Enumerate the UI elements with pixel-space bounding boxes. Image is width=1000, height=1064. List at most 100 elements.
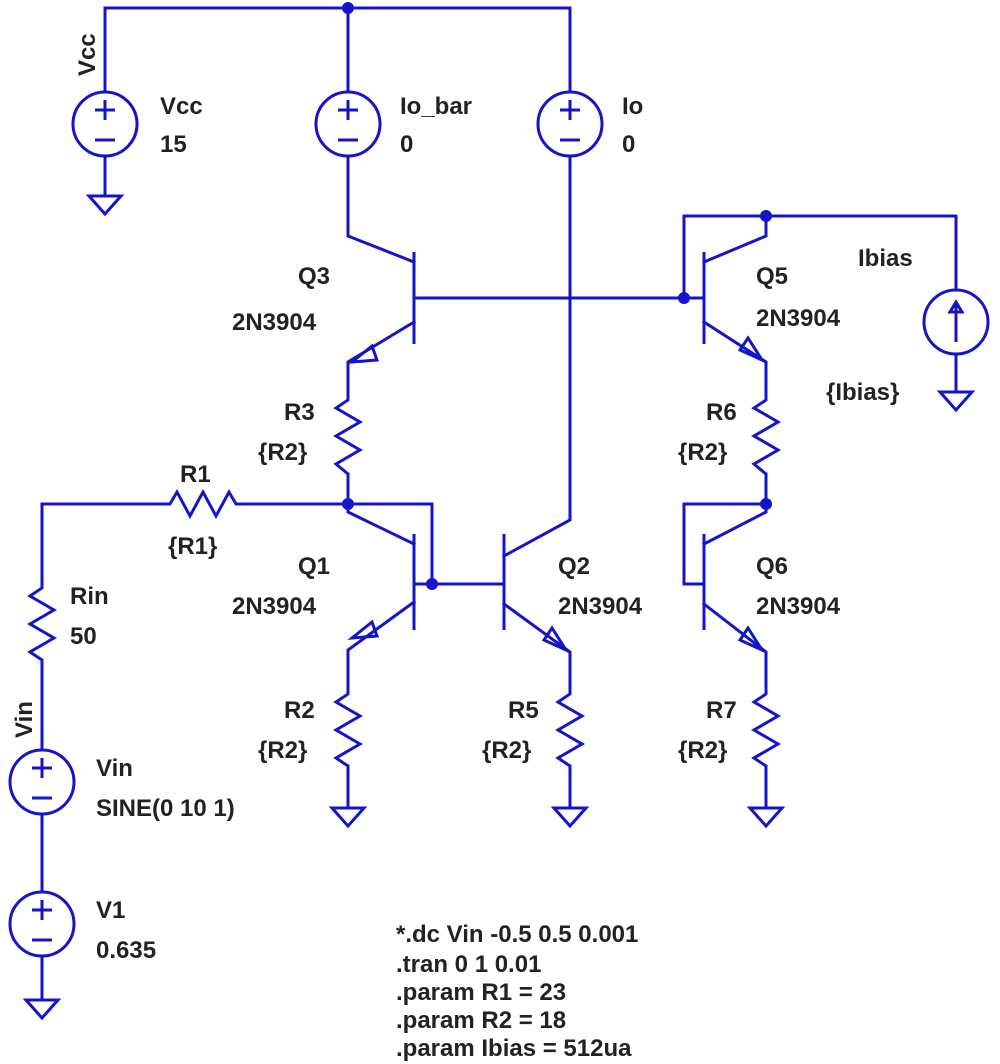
source-name: Vin <box>96 755 133 782</box>
voltage-source-icon <box>536 90 604 158</box>
wire-q6-r7 <box>701 601 768 688</box>
resistor-icon <box>333 392 363 476</box>
resistor-r1[interactable] <box>162 488 243 520</box>
wire-iobar-q3 <box>346 162 416 264</box>
transistor-name: Q5 <box>756 263 788 290</box>
net-label-vcc: Vcc <box>74 33 101 76</box>
voltage-source-icon <box>71 90 139 158</box>
resistor-name: R5 <box>508 697 539 724</box>
current-source-ibias[interactable] <box>922 280 990 364</box>
junction-dot <box>342 498 354 510</box>
resistor-icon <box>555 686 585 768</box>
resistor-icon <box>751 392 781 476</box>
resistor-value: {R2} <box>258 737 307 764</box>
resistor-name: Rin <box>70 583 109 610</box>
emitter-arrow-icon <box>541 625 570 654</box>
wire-q1-r2 <box>346 599 417 688</box>
resistor-value: {R2} <box>678 737 727 764</box>
transistor-q3[interactable] <box>347 252 416 364</box>
source-name: Io_bar <box>400 93 472 120</box>
resistor-value: {R1} <box>168 533 217 560</box>
voltage-source-v1[interactable] <box>8 878 76 970</box>
resistor-rin[interactable] <box>27 580 57 662</box>
source-value: 0 <box>622 131 635 158</box>
source-name: Vcc <box>160 93 203 120</box>
wire-q2-r5 <box>501 601 572 688</box>
voltage-source-icon <box>8 890 76 958</box>
transistor-q2[interactable] <box>502 534 570 654</box>
resistor-name: R1 <box>180 461 211 488</box>
resistor-r7[interactable] <box>751 686 781 768</box>
resistor-name: R2 <box>284 697 315 724</box>
ground-icon <box>938 382 974 412</box>
resistor-value: {R2} <box>678 439 727 466</box>
voltage-source-io[interactable] <box>536 78 604 166</box>
resistor-value: {R2} <box>482 737 531 764</box>
transistor-model: 2N3904 <box>558 593 643 620</box>
emitter-arrow-icon <box>347 343 380 364</box>
resistor-icon <box>333 686 363 768</box>
wire-r1 <box>40 502 350 582</box>
source-value: 0 <box>400 131 413 158</box>
wire-q5-ibias <box>682 214 958 300</box>
resistor-value: 50 <box>70 623 97 650</box>
junction-dot <box>760 210 772 222</box>
wire-r6-q6 <box>682 472 768 586</box>
directive-line: .tran 0 1 0.01 <box>396 951 541 978</box>
directive-line: .param R1 = 23 <box>396 979 566 1006</box>
emitter-arrow-icon <box>347 619 380 640</box>
transistor-model: 2N3904 <box>232 593 317 620</box>
voltage-source-vcc[interactable] <box>71 78 139 166</box>
ground-icon <box>330 798 366 828</box>
resistor-icon <box>162 488 243 520</box>
transistor-model: 2N3904 <box>756 593 841 620</box>
junction-dot <box>342 2 354 14</box>
resistor-name: R7 <box>706 697 737 724</box>
resistor-icon <box>751 686 781 768</box>
source-value: 0.635 <box>96 937 156 964</box>
resistor-name: R3 <box>284 399 315 426</box>
emitter-arrow-icon <box>737 335 766 364</box>
directive-line: *.dc Vin -0.5 0.5 0.001 <box>396 921 638 948</box>
junction-dot <box>760 498 772 510</box>
directive-line: .param R2 = 18 <box>396 1007 566 1034</box>
wire-r3-q1 <box>346 472 434 586</box>
ground-icon <box>87 186 123 216</box>
ground-icon <box>552 798 588 828</box>
directive-line: .param Ibias = 512ua <box>396 1035 632 1062</box>
transistor-model: 2N3904 <box>232 309 317 336</box>
voltage-source-vin[interactable] <box>8 736 76 828</box>
wire-q3-r3 <box>346 319 417 394</box>
wire-q5-r6 <box>701 319 768 394</box>
source-value: {Ibias} <box>826 379 899 406</box>
transistor-model: 2N3904 <box>756 305 841 332</box>
junction-dot <box>678 292 690 304</box>
wire-io-q2 <box>501 162 572 559</box>
transistor-name: Q2 <box>558 553 590 580</box>
source-name: Ibias <box>858 245 913 272</box>
junctions <box>342 2 772 590</box>
ground-icon <box>24 990 60 1020</box>
source-name: Io <box>622 93 643 120</box>
resistor-r5[interactable] <box>555 686 585 768</box>
vcc-rail <box>103 6 572 82</box>
source-value: SINE(0 10 1) <box>96 795 235 822</box>
source-name: V1 <box>96 897 125 924</box>
transistor-q6[interactable] <box>702 534 766 654</box>
transistor-name: Q3 <box>298 263 330 290</box>
resistor-r2[interactable] <box>333 686 363 768</box>
junction-dot <box>426 578 438 590</box>
voltage-source-icon <box>314 90 382 158</box>
source-value: 15 <box>160 131 187 158</box>
transistor-q1[interactable] <box>347 534 416 640</box>
voltage-source-icon <box>8 748 76 816</box>
spice-directives: *.dc Vin -0.5 0.5 0.001 .tran 0 1 0.01 .… <box>396 921 638 1062</box>
voltage-source-io-bar[interactable] <box>314 78 382 166</box>
emitter-arrow-icon <box>737 625 766 654</box>
ground-icon <box>748 798 784 828</box>
transistor-q5[interactable] <box>702 252 766 364</box>
resistor-r3[interactable] <box>333 392 363 476</box>
resistor-r6[interactable] <box>751 392 781 476</box>
transistor-name: Q1 <box>298 553 330 580</box>
